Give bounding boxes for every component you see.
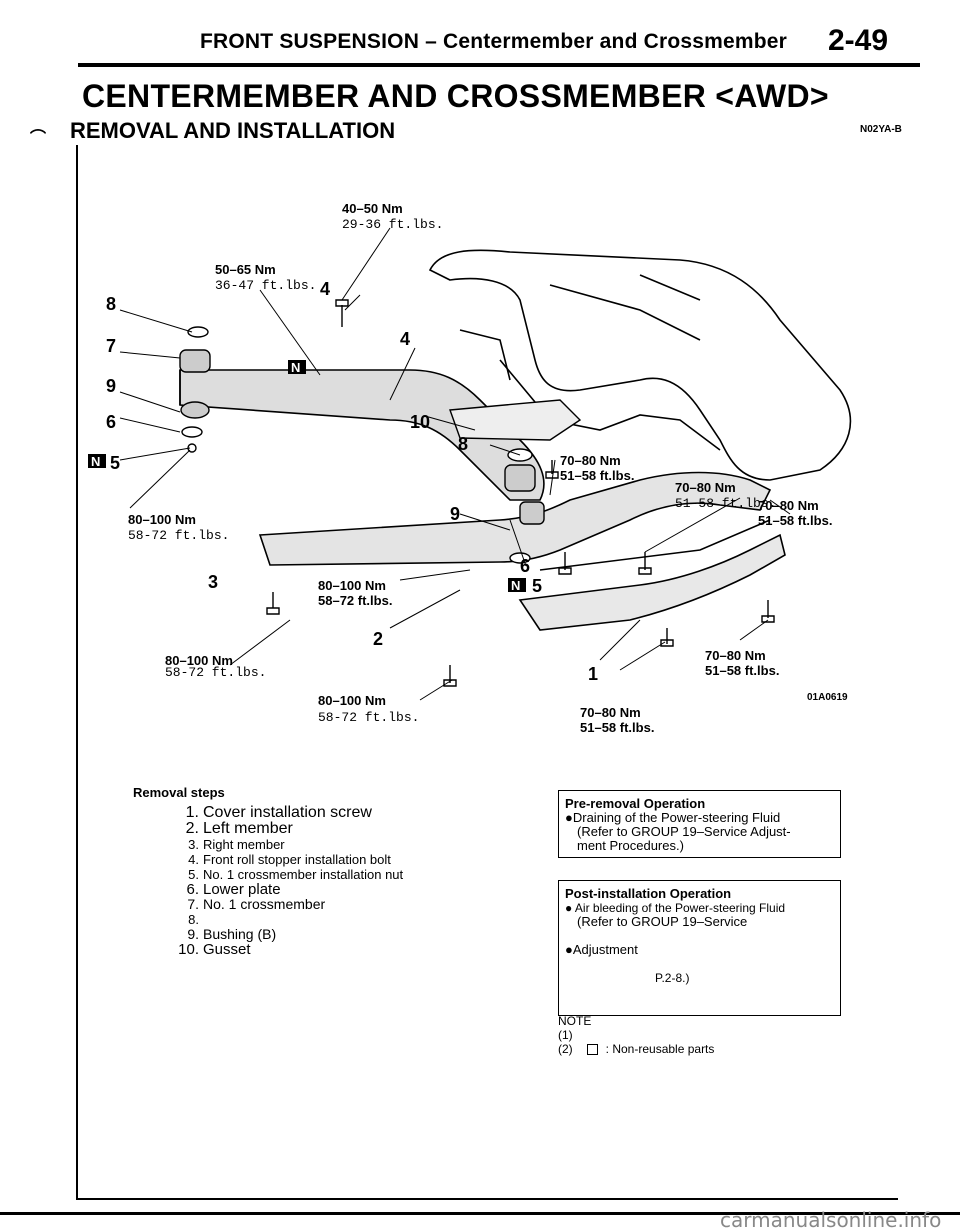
callout-3: 3: [208, 572, 218, 592]
list-item: 7.No. 1 crossmember: [187, 896, 326, 912]
pre-removal-line: ment Procedures.): [577, 838, 684, 853]
pre-removal-line: ●Draining of the Power-steering Fluid: [565, 810, 781, 825]
svg-text:70–80 Nm: 70–80 Nm: [580, 705, 641, 720]
svg-text:51–58 ft.lbs.: 51–58 ft.lbs.: [560, 468, 634, 483]
svg-text:51-58 ft.lbs.: 51-58 ft.lbs.: [675, 496, 776, 511]
footer-watermark: carmanualsonline.info: [720, 1208, 942, 1232]
list-item: 3.Right member: [188, 837, 285, 852]
removal-steps-list: 1.Cover installation screw 2.Left member…: [173, 804, 403, 957]
leader-lines: [119, 227, 791, 701]
list-item: 8.: [188, 912, 199, 927]
page-title: CENTERMEMBER AND CROSSMEMBER <AWD>: [82, 78, 829, 114]
left-member-bar: [518, 519, 786, 631]
post-installation-line: ●Adjustment: [565, 942, 638, 957]
removal-steps-heading: Removal steps: [133, 785, 225, 800]
bottom-rule: [78, 1198, 898, 1200]
callout-2: 2: [373, 629, 383, 649]
svg-text:58-72 ft.lbs.: 58-72 ft.lbs.: [128, 528, 229, 543]
callout-9b: 9: [450, 504, 460, 524]
header-rule: [78, 63, 920, 67]
list-item: 1.Cover installation screw: [185, 804, 372, 821]
svg-text:40–50 Nm: 40–50 Nm: [342, 201, 403, 216]
list-item: 2.Left member: [185, 820, 293, 837]
bushing-stack-left: [179, 326, 211, 453]
svg-text:36-47 ft.lbs.: 36-47 ft.lbs.: [215, 278, 316, 293]
margin-mark: ⌒: [30, 130, 47, 147]
callout-9: 9: [106, 376, 116, 396]
svg-text:N: N: [511, 578, 520, 593]
pre-removal-heading: Pre-removal Operation: [565, 796, 706, 811]
svg-text:80–100 Nm: 80–100 Nm: [128, 512, 196, 527]
non-reusable-markers: N N N: [88, 360, 526, 593]
exploded-parts-diagram: N N N 8 7 9 6 5 4 4 10 8 9 6 5 3 2 1 40–…: [88, 201, 852, 735]
section-subtitle: REMOVAL AND INSTALLATION: [70, 118, 396, 143]
svg-text:70–80 Nm: 70–80 Nm: [758, 498, 819, 513]
list-item: 10.Gusset: [178, 941, 251, 958]
bolts: [266, 299, 775, 687]
bushing-stack-middle: [504, 448, 545, 564]
callout-4b: 4: [400, 329, 410, 349]
callout-1: 1: [588, 664, 598, 684]
pre-removal-line: (Refer to GROUP 19–Service Adjust-: [577, 824, 791, 839]
post-installation-line: P.2-8.): [655, 971, 690, 985]
svg-text:51–58 ft.lbs.: 51–58 ft.lbs.: [758, 513, 832, 528]
callout-5: 5: [110, 453, 120, 473]
doc-code: N02YA-B: [860, 124, 902, 135]
right-member-bar: [258, 471, 772, 566]
post-installation-line: ● Air bleeding of the Power-steering Flu…: [565, 901, 786, 915]
crossmember-bar: [179, 369, 545, 501]
note-item: (2): Non-reusable parts: [558, 1042, 715, 1056]
svg-text:80–100 Nm: 80–100 Nm: [318, 693, 386, 708]
svg-text:58–72 ft.lbs.: 58–72 ft.lbs.: [318, 593, 392, 608]
gusset-plate: [449, 399, 582, 441]
svg-text:58-72 ft.lbs.: 58-72 ft.lbs.: [165, 665, 266, 680]
callout-numbers: 8 7 9 6 5 4 4 10 8 9 6 5 3 2 1: [106, 279, 598, 684]
svg-text:50–65 Nm: 50–65 Nm: [215, 262, 276, 277]
pre-removal-box: Pre-removal Operation ●Draining of the P…: [558, 790, 841, 858]
svg-text:70–80 Nm: 70–80 Nm: [705, 648, 766, 663]
callout-6b: 6: [520, 556, 530, 576]
callout-4: 4: [320, 279, 330, 299]
post-installation-heading: Post-installation Operation: [565, 886, 732, 901]
note-item: (1): [558, 1028, 573, 1042]
svg-text:51–58 ft.lbs.: 51–58 ft.lbs.: [580, 720, 654, 735]
page-number: 2-49: [828, 24, 889, 57]
svg-text:80–100 Nm: 80–100 Nm: [318, 578, 386, 593]
margin-line: [76, 145, 78, 1200]
callout-7: 7: [106, 336, 116, 356]
svg-text:29-36 ft.lbs.: 29-36 ft.lbs.: [342, 217, 443, 232]
callout-8b: 8: [458, 434, 468, 454]
callout-8: 8: [106, 294, 116, 314]
section-header: FRONT SUSPENSION – Centermember and Cros…: [200, 30, 788, 53]
callout-6: 6: [106, 412, 116, 432]
post-installation-line: (Refer to GROUP 19–Service: [577, 914, 748, 929]
post-installation-box: Post-installation Operation ● Air bleedi…: [558, 880, 841, 1016]
svg-text:51–58 ft.lbs.: 51–58 ft.lbs.: [705, 663, 779, 678]
svg-text:N: N: [291, 360, 300, 375]
list-item: 4.Front roll stopper installation bolt: [188, 852, 391, 867]
svg-text:N: N: [91, 454, 100, 469]
figure-code: 01A0619: [807, 692, 848, 703]
bottom-rule: [0, 1212, 960, 1215]
svg-text:70–80 Nm: 70–80 Nm: [675, 480, 736, 495]
svg-text:58-72 ft.lbs.: 58-72 ft.lbs.: [318, 710, 419, 725]
svg-text:70–80 Nm: 70–80 Nm: [560, 453, 621, 468]
callout-10: 10: [410, 412, 430, 432]
list-item: 9.Bushing (B): [187, 926, 277, 942]
note-block: NOTE (1) (2): Non-reusable parts: [558, 1014, 714, 1056]
svg-text:80–100 Nm: 80–100 Nm: [165, 653, 233, 668]
list-item: 6.Lower plate: [186, 881, 281, 898]
callout-5b: 5: [532, 576, 542, 596]
list-item: 5.No. 1 crossmember installation nut: [188, 867, 404, 882]
torque-labels: 40–50 Nm 29-36 ft.lbs. 50–65 Nm 36-47 ft…: [128, 201, 832, 735]
square-icon: [586, 1044, 598, 1056]
note-heading: NOTE: [558, 1014, 592, 1028]
